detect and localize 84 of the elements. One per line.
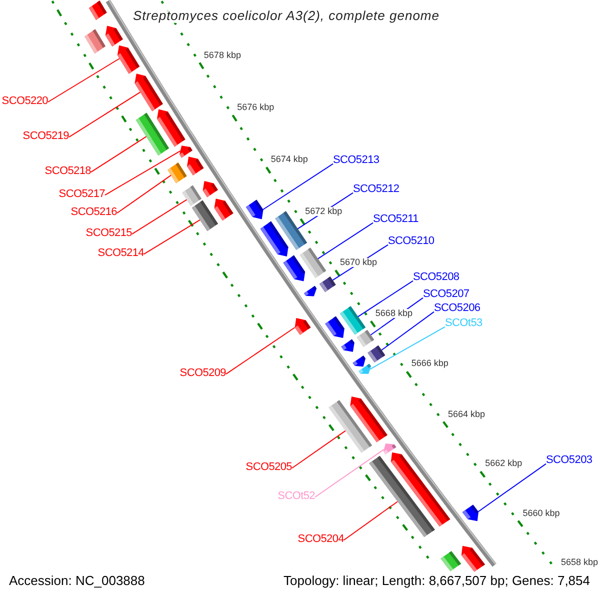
leader-line xyxy=(358,280,414,318)
tick-label: 5662 kbp xyxy=(484,459,524,468)
gene-label: SCO5206 xyxy=(434,303,480,314)
leader-line xyxy=(48,58,120,102)
leader-line xyxy=(370,326,446,370)
gene-label: SCO5213 xyxy=(333,155,380,166)
gene-label: SCO5218 xyxy=(44,166,91,177)
leader-line xyxy=(478,463,546,512)
leader-line xyxy=(144,219,200,255)
gene-label: SCO5205 xyxy=(246,462,292,473)
leader-line xyxy=(292,430,346,469)
gene-block xyxy=(260,221,288,256)
gene-label: SCO5204 xyxy=(298,534,344,545)
gene-block xyxy=(462,504,478,522)
gene-block xyxy=(341,339,354,352)
tick-label: 5670 kbp xyxy=(338,258,378,268)
gene-block xyxy=(390,452,450,526)
leader-line xyxy=(226,327,296,375)
gene-block xyxy=(356,330,374,347)
gene-block xyxy=(180,146,192,158)
gene-block xyxy=(294,318,311,335)
gene-block xyxy=(157,109,186,147)
gene-block xyxy=(117,45,140,74)
gene-label: SCO5215 xyxy=(86,228,132,239)
tick-label: 5660 kbp xyxy=(522,508,561,518)
gene-label: SCOt52 xyxy=(278,491,315,502)
leader-line xyxy=(262,163,334,210)
gene-label: SCO5209 xyxy=(180,368,226,379)
gene-block xyxy=(214,198,234,221)
gene-label: SCO5211 xyxy=(373,214,418,225)
gene-block xyxy=(461,546,485,572)
gene-block xyxy=(202,181,218,198)
leader-line xyxy=(318,222,374,260)
tick-label: 5658 kbp xyxy=(560,558,600,567)
leader-line xyxy=(116,174,172,214)
tick-label: 5674 kbp xyxy=(270,155,309,164)
gene-block xyxy=(88,0,107,20)
tick-label: 5678 kbp xyxy=(202,50,242,60)
gene-label: SCO5220 xyxy=(2,96,48,107)
accession-label: Accession: NC_003888 xyxy=(9,574,145,587)
genome-summary-label: Topology: linear; Length: 8,667,507 bp; Genes: 7,854 xyxy=(284,574,590,587)
leader-line xyxy=(314,448,384,498)
gene-block xyxy=(368,345,386,362)
tick-label: 5666 kbp xyxy=(410,359,450,368)
gene-label: SCO5207 xyxy=(423,289,470,300)
tick-label: 5664 kbp xyxy=(446,410,486,419)
gene-block xyxy=(84,29,106,54)
gene-block xyxy=(134,74,163,112)
gene-block xyxy=(187,156,204,176)
gene-block xyxy=(105,26,123,46)
gene-label: SCOt53 xyxy=(445,318,482,329)
tick-label: 5676 kbp xyxy=(236,103,276,112)
gene-block xyxy=(182,185,202,206)
leader-line xyxy=(68,92,141,138)
leader-line xyxy=(104,150,181,196)
gene-label: SCO5219 xyxy=(22,131,69,142)
tick-label: 5672 kbp xyxy=(304,206,344,216)
leader-line xyxy=(381,311,434,351)
gene-label: SCO5212 xyxy=(353,184,400,195)
gene-block xyxy=(300,248,326,278)
gene-block xyxy=(350,396,388,442)
gene-label: SCO5216 xyxy=(70,207,117,218)
leader-line xyxy=(344,501,398,540)
leader-line xyxy=(132,199,188,235)
diagram-title: Streptomyces coelicolor A3(2), complete genome xyxy=(131,8,442,23)
gene-block xyxy=(340,306,366,335)
leader-line xyxy=(90,136,147,173)
gene-block xyxy=(352,356,366,367)
gene-block xyxy=(440,551,462,572)
gene-label: SCO5217 xyxy=(58,189,105,200)
gene-label: SCO5208 xyxy=(413,272,460,283)
gene-block xyxy=(325,316,344,338)
gene-block xyxy=(319,276,336,292)
tick-label: 5668 kbp xyxy=(374,308,414,318)
gene-label: SCO5210 xyxy=(388,236,434,247)
gene-block xyxy=(283,255,306,282)
gene-label: SCO5203 xyxy=(546,455,592,466)
gene-block xyxy=(304,286,317,296)
gene-block xyxy=(168,162,187,184)
gene-block xyxy=(383,444,396,454)
gene-block xyxy=(358,364,372,374)
gene-block xyxy=(192,200,218,232)
gene-block xyxy=(246,200,264,220)
gene-label: SCO5214 xyxy=(98,248,144,259)
